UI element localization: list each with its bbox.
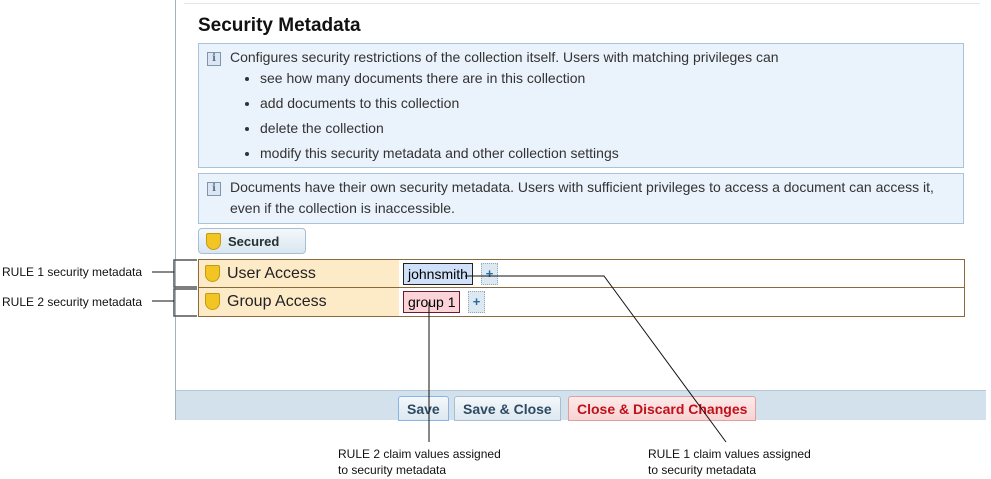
rules-table: User Access johnsmith + Group Access gro… [198,259,965,317]
info-icon: i [207,182,221,196]
footer-bar: Save Save & Close Close & Discard Change… [176,390,986,421]
list-item: delete the collection [260,116,955,141]
secured-label: Secured [228,234,280,249]
security-metadata-panel: Security Metadata i Configures security … [175,0,986,421]
document-info-box: i Documents have their own security meta… [198,173,964,224]
shield-icon [205,293,220,310]
rule-name: Group Access [227,293,327,310]
shield-check-icon [206,233,221,250]
add-claim-button[interactable]: + [481,263,498,285]
claim-value-chip[interactable]: johnsmith [403,263,473,285]
secured-button[interactable]: Secured [198,228,306,254]
collection-info-box: i Configures security restrictions of th… [198,43,964,168]
page-title: Security Metadata [198,15,361,36]
save-close-button[interactable]: Save & Close [454,396,561,421]
rule-row[interactable]: User Access johnsmith + [199,260,964,288]
add-claim-button[interactable]: + [468,291,485,313]
rule1-annotation: RULE 1 security metadata [2,265,143,279]
rule-row[interactable]: Group Access group 1 + [199,288,964,316]
rule2-annotation: RULE 2 security metadata [2,295,143,309]
save-button[interactable]: Save [398,396,449,421]
shield-icon [205,265,220,282]
claim-value-chip[interactable]: group 1 [403,291,461,313]
list-item: modify this security metadata and other … [260,141,955,166]
divider [184,3,980,4]
discard-button[interactable]: Close & Discard Changes [568,396,757,421]
list-item: add documents to this collection [260,91,955,116]
info-icon: i [207,52,221,66]
rule-name: User Access [227,265,316,282]
list-item: see how many documents there are in this… [260,66,955,91]
info-text: Documents have their own security metada… [230,179,934,216]
info-text: Configures security restrictions of the … [230,49,779,65]
